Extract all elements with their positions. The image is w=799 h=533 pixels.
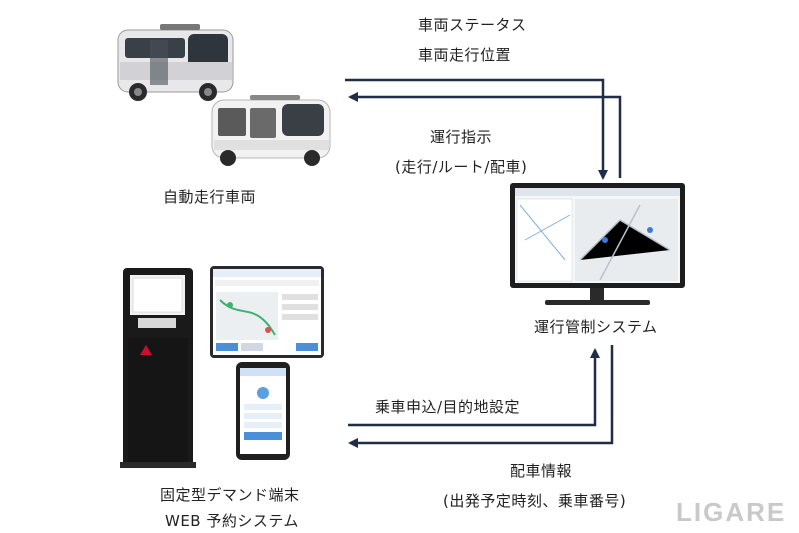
arrow-terminal-to-system <box>348 348 600 427</box>
arrow-vehicle-to-system <box>345 78 608 180</box>
label-web-booking: WEB 予約システム <box>165 512 299 530</box>
label-vehicle-status: 車両ステータス <box>418 16 527 34</box>
label-dispatch-info-detail: (出発予定時刻、乗車番号) <box>443 492 627 510</box>
watermark-logo: LIGARE <box>676 497 787 527</box>
label-autonomous-vehicle: 自動走行車両 <box>163 188 257 206</box>
arrow-system-to-vehicle <box>348 92 622 178</box>
label-demand-terminal: 固定型デマンド端末 <box>160 486 300 504</box>
label-dispatch-info: 配車情報 <box>510 462 573 480</box>
label-operation-instruction: 運行指示 <box>430 128 493 146</box>
label-vehicle-position: 車両走行位置 <box>418 46 512 64</box>
arrow-system-to-terminal <box>348 345 614 448</box>
label-boarding-request: 乗車申込/目的地設定 <box>375 398 521 416</box>
label-operation-instruction-detail: (走行/ルート/配車) <box>395 158 528 176</box>
label-operation-system: 運行管制システム <box>534 318 658 336</box>
